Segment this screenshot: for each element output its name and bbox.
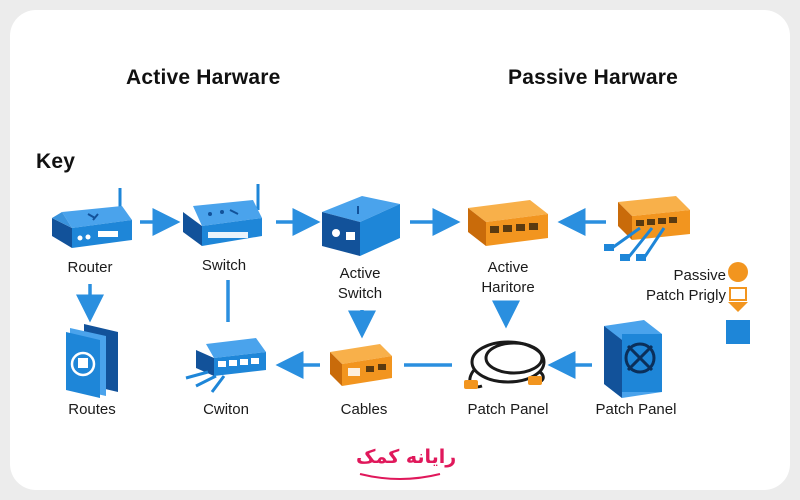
logo-mark [359,473,441,480]
diagram-card [10,10,790,490]
router-icon [52,188,132,248]
heading-key: Key [36,150,76,173]
patch-panel-cable-icon [464,340,546,389]
label-patch-panel-right: Patch Panel [595,401,677,418]
label-active-haritore: Active Haritore [481,259,535,296]
label-patch-panel-center: Patch Panel [467,401,549,418]
label-router: Router [67,259,113,276]
arrows [76,208,606,379]
cables-icon [330,344,392,386]
passive-patch-prigly-icon [604,196,690,261]
label-passive-patch-prigly: Passive Patch Prigly [645,267,726,304]
label-cwiton: Cwiton [203,401,249,418]
switch-icon [183,184,262,246]
cwiton-icon [185,338,266,393]
heading-active-hardware: Active Harware [126,66,281,89]
label-switch: Switch [201,257,247,274]
routes-icon [66,324,118,398]
key-shapes [726,262,750,344]
active-haritore-icon [468,200,548,246]
heading-passive-hardware: Passive Harware [508,66,678,89]
patch-panel-right-icon [604,320,662,398]
label-cables: Cables [340,401,388,418]
active-switch-icon [322,196,400,256]
brand-logo: رایانه کمک [356,446,457,468]
label-routes: Routes [68,401,116,418]
label-active-switch: Active Switch [337,265,383,302]
